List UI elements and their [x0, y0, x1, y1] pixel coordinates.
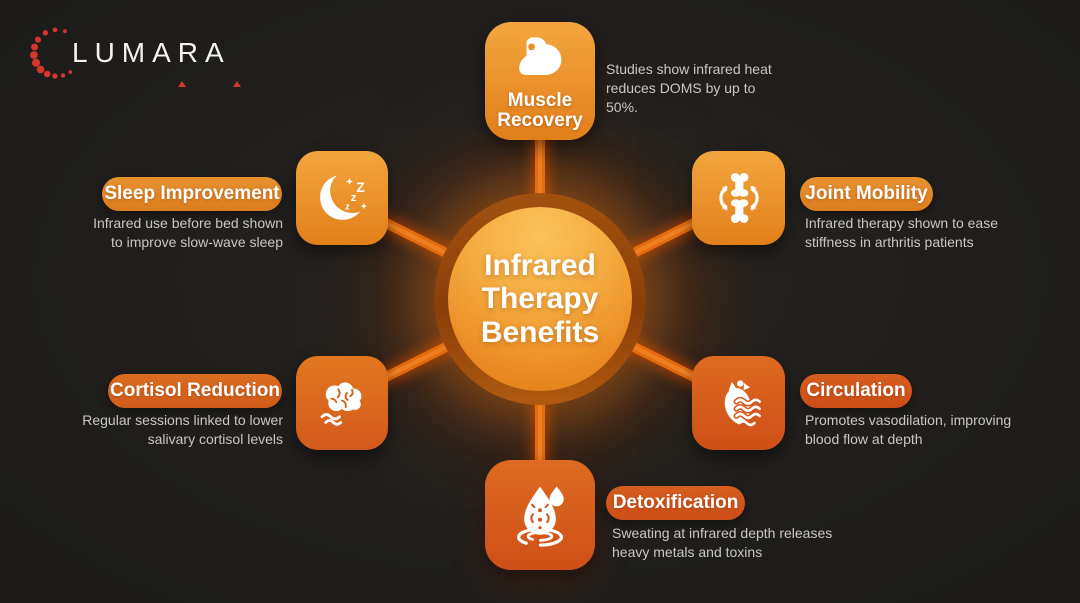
central-hub: Infrared Therapy Benefits [434, 193, 646, 405]
logo-a-accent-icon [233, 81, 241, 87]
benefit-label: Muscle Recovery [497, 90, 583, 132]
benefit-pill-circulation: Circulation [800, 374, 912, 408]
benefit-pill-cortisol-reduction: Cortisol Reduction [108, 374, 282, 408]
benefit-description: Studies show infrared heat reduces DOMS … [606, 61, 772, 115]
benefit-label: Circulation [806, 380, 906, 401]
central-hub-circle: Infrared Therapy Benefits [448, 207, 632, 391]
benefit-label: Cortisol Reduction [110, 380, 280, 401]
benefit-label: Detoxification [612, 492, 739, 513]
moon-zzz-icon: z z Z [320, 175, 367, 220]
benefit-description: Sweating at infrared depth releases heav… [612, 525, 833, 560]
dotted-crescent-icon [30, 27, 73, 79]
benefit-description: Infrared use before bed shown to improve… [93, 215, 283, 250]
droplet-icon [517, 486, 564, 547]
brain-icon [320, 382, 362, 426]
brand-name: LUMARA [72, 37, 231, 68]
benefit-pill-sleep-improvement: Sleep Improvement [102, 177, 282, 211]
benefit-pill-detoxification: Detoxification [606, 486, 745, 520]
svg-text:z: z [345, 201, 350, 211]
benefit-description: Regular sessions linked to lower salivar… [82, 412, 283, 447]
benefit-description: Promotes vasodilation, improving blood f… [805, 412, 1012, 447]
benefit-card-cortisol-reduction [296, 356, 388, 450]
benefit-card-joint-mobility [692, 151, 785, 245]
bicep-icon [519, 37, 562, 75]
svg-text:z: z [351, 192, 357, 204]
hub-title: Infrared Therapy Benefits [480, 248, 600, 349]
benefit-label: Joint Mobility [805, 183, 928, 204]
benefit-card-circulation [692, 356, 785, 450]
benefit-card-muscle-recovery: Muscle Recovery [485, 22, 595, 140]
benefit-card-detoxification [485, 460, 595, 570]
heart-icon [724, 380, 763, 427]
joint-icon [718, 173, 759, 223]
svg-text:Z: Z [356, 180, 364, 195]
logo-a-accent-icon [178, 81, 186, 87]
benefit-card-sleep-improvement: z z Z [296, 151, 388, 245]
benefit-description: Infrared therapy shown to ease stiffness… [805, 215, 999, 250]
benefit-pill-joint-mobility: Joint Mobility [800, 177, 933, 211]
benefit-label: Sleep Improvement [104, 183, 280, 204]
brand-logo: LUMARA [28, 24, 241, 87]
